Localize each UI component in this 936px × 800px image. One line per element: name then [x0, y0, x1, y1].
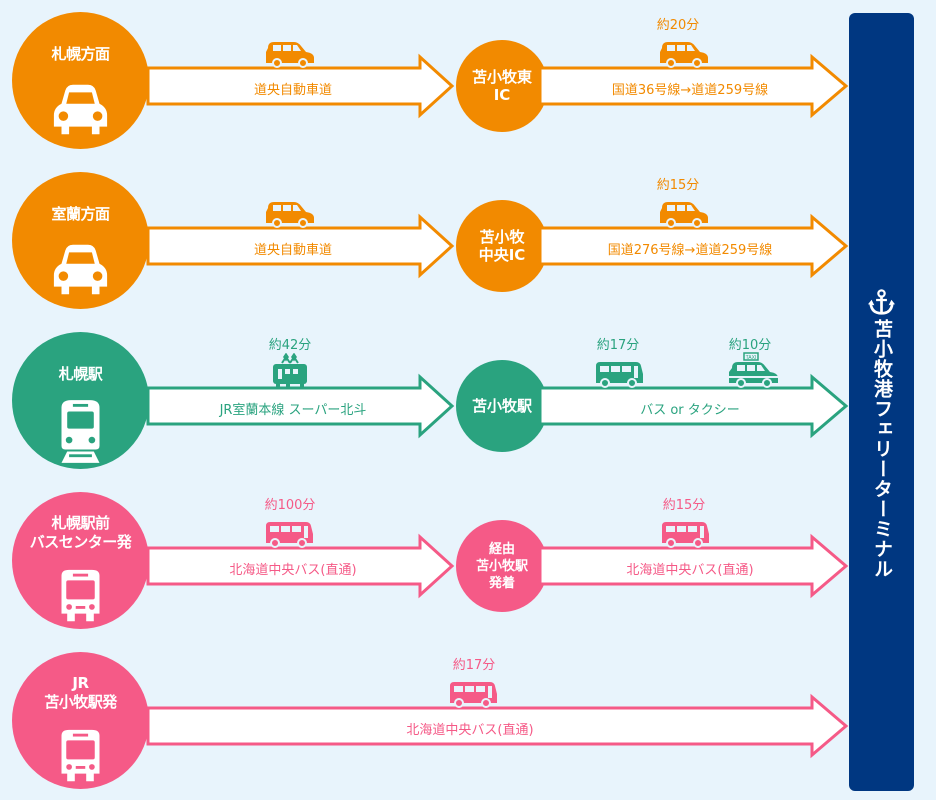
route-label-national-road: 国道36号線→道道259号線 [611, 83, 769, 98]
travel-time: 約17分 [452, 658, 496, 673]
origin-circle-sapporo-station: 札幌駅 [12, 332, 149, 469]
route-label-chuo-bus: 北海道中央バス(直通) [406, 723, 534, 738]
via-label: 苫小牧駅 [471, 397, 532, 415]
travel-time: 約15分 [656, 178, 700, 193]
travel-time: 約15分 [662, 498, 706, 513]
bus-icon [448, 680, 498, 708]
via-circle-tomakomai-station: 苫小牧駅 [456, 360, 548, 452]
via-label: 経由 苫小牧駅 発着 [475, 541, 528, 591]
via-circle-tomakomai-central-ic: 苫小牧 中央IC [456, 200, 548, 292]
via-label: 苫小牧 中央IC [478, 228, 526, 264]
destination-terminal-bar: 苫小牧港フェリーターミナル [849, 13, 914, 791]
travel-time-bus: 約17分 [596, 338, 640, 353]
via-label: 苫小牧東 IC [471, 68, 532, 104]
bus-icon [594, 360, 644, 388]
origin-label: 札幌駅前 バスセンター発 [29, 514, 132, 551]
taxi-icon [726, 352, 780, 388]
route-row-jr-tomakomai-bus: JR 苫小牧駅発 約17分 北海道中央バス(直通) [0, 640, 936, 800]
travel-time: 約42分 [268, 338, 312, 353]
route-row-sapporo-car: 札幌方面 道央自動車道 苫小牧東 IC 約20分 国道36号線→道道259号線 [0, 0, 936, 160]
anchor-icon [868, 289, 895, 316]
origin-circle-jr-tomakomai-station: JR 苫小牧駅発 [12, 652, 149, 789]
route-row-sapporo-station-train: 札幌駅 約42分 JR室蘭本線 スーパー北斗 苫小牧駅 約17分 約10分 バス… [0, 320, 936, 480]
route-arrow-leg2 [538, 213, 849, 279]
travel-time-taxi: 約10分 [728, 338, 772, 353]
via-circle-tomakomai-east-ic: 苫小牧東 IC [456, 40, 548, 132]
travel-time: 約20分 [656, 18, 700, 33]
route-arrow-leg2 [538, 373, 849, 439]
origin-label: JR 苫小牧駅発 [44, 674, 117, 711]
route-row-muroran-car: 室蘭方面 道央自動車道 苫小牧 中央IC 約15分 国道276号線→道道259号… [0, 160, 936, 320]
route-label-chuo-bus: 北海道中央バス(直通) [626, 563, 754, 578]
travel-time: 約100分 [264, 498, 316, 513]
origin-circle-sapporo-bus-center: 札幌駅前 バスセンター発 [12, 492, 149, 629]
route-arrow-leg1 [146, 533, 455, 599]
route-label-jr-line: JR室蘭本線 スーパー北斗 [219, 403, 367, 418]
route-arrow-leg1 [146, 373, 455, 439]
route-arrow-leg1 [146, 53, 455, 119]
origin-label: 札幌駅 [58, 365, 103, 383]
route-row-sapporo-bus-center: 札幌駅前 バスセンター発 約100分 北海道中央バス(直通) 経由 苫小牧駅 発… [0, 480, 936, 640]
route-label-chuo-bus: 北海道中央バス(直通) [229, 563, 357, 578]
route-arrow-leg1 [146, 213, 455, 279]
route-label-expressway: 道央自動車道 [253, 83, 332, 98]
route-label-expressway: 道央自動車道 [253, 243, 332, 258]
route-arrow-leg2 [538, 533, 849, 599]
origin-circle-sapporo-area: 札幌方面 [12, 12, 149, 149]
bus-icon [660, 520, 710, 548]
origin-label: 札幌方面 [51, 45, 110, 63]
route-arrow-leg2 [538, 53, 849, 119]
car-icon [658, 40, 710, 68]
route-label-bus-or-taxi: バス or タクシー [640, 403, 740, 418]
route-arrow-direct [146, 693, 849, 759]
origin-circle-muroran-area: 室蘭方面 [12, 172, 149, 309]
origin-label: 室蘭方面 [51, 205, 110, 223]
route-label-national-road: 国道276号線→道道259号線 [607, 243, 773, 258]
terminal-name: 苫小牧港フェリーターミナル [871, 319, 893, 579]
via-circle-tomakomai-station-stop: 経由 苫小牧駅 発着 [456, 520, 548, 612]
car-icon [658, 200, 710, 228]
